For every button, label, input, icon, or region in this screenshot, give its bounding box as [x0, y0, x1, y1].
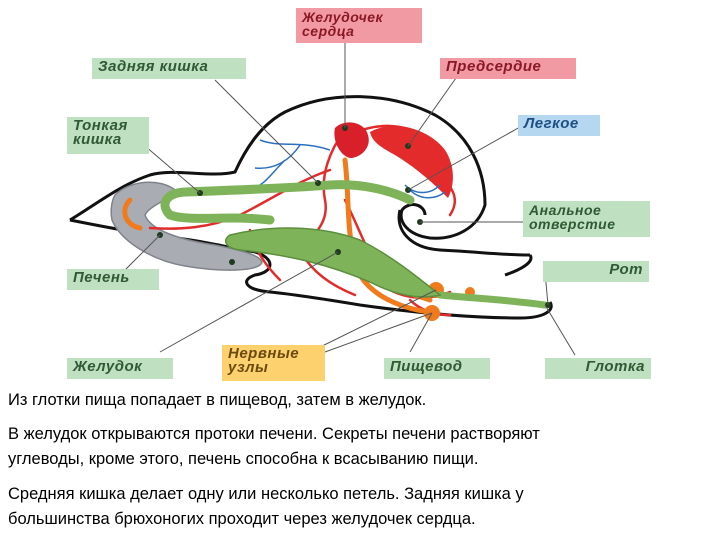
small-intestine-text: Тонкая кишка [73, 117, 128, 148]
paragraph-2-line-1: В желудок открываются протоки печени. Се… [8, 425, 540, 443]
esophagus-text: Пищевод [390, 358, 463, 375]
label-pharynx: Глотка [545, 358, 651, 379]
label-lung: Легкое [518, 115, 600, 136]
pharynx-text: Глотка [585, 358, 645, 375]
snail-anatomy-diagram [69, 42, 576, 356]
label-ganglia: Нервные узлы [222, 345, 325, 381]
label-small-intestine: Тонкая кишка [67, 117, 149, 154]
label-ventricle: Желудочек сердца [296, 8, 422, 43]
paragraph-3-line-2: большинства брюхоногих проходит через же… [8, 510, 476, 528]
label-hindgut: Задняя кишка [92, 58, 246, 79]
anus-text: Анальное отверстие [529, 202, 616, 232]
shell-outline [69, 95, 553, 320]
atrium-text: Предсердие [446, 58, 542, 75]
lung-text: Легкое [524, 115, 579, 132]
paragraph-2-line-2: углеводы, кроме этого, печень способна к… [8, 450, 479, 468]
ganglia-text: Нервные узлы [228, 345, 300, 376]
stomach-shape [224, 227, 442, 298]
paragraph-1: Из глотки пища попадает в пищевод, затем… [8, 391, 427, 409]
label-anus: Анальное отверстие [523, 201, 650, 237]
label-stomach: Желудок [67, 358, 173, 379]
mouth-text: Рот [609, 261, 643, 278]
heart [334, 122, 453, 198]
paragraph-3-line-1: Средняя кишка делает одну или несколько … [8, 485, 524, 503]
label-liver: Печень [67, 269, 159, 290]
hindgut-text: Задняя кишка [98, 58, 209, 75]
ventricle-text: Желудочек сердца [302, 9, 384, 39]
liver-text: Печень [73, 269, 130, 286]
digestive-tract [160, 180, 549, 309]
stomach-text: Желудок [73, 358, 143, 375]
leader-lines [124, 42, 576, 356]
label-mouth: Рот [543, 261, 649, 282]
label-esophagus: Пищевод [384, 358, 490, 379]
label-atrium: Предсердие [440, 58, 576, 79]
